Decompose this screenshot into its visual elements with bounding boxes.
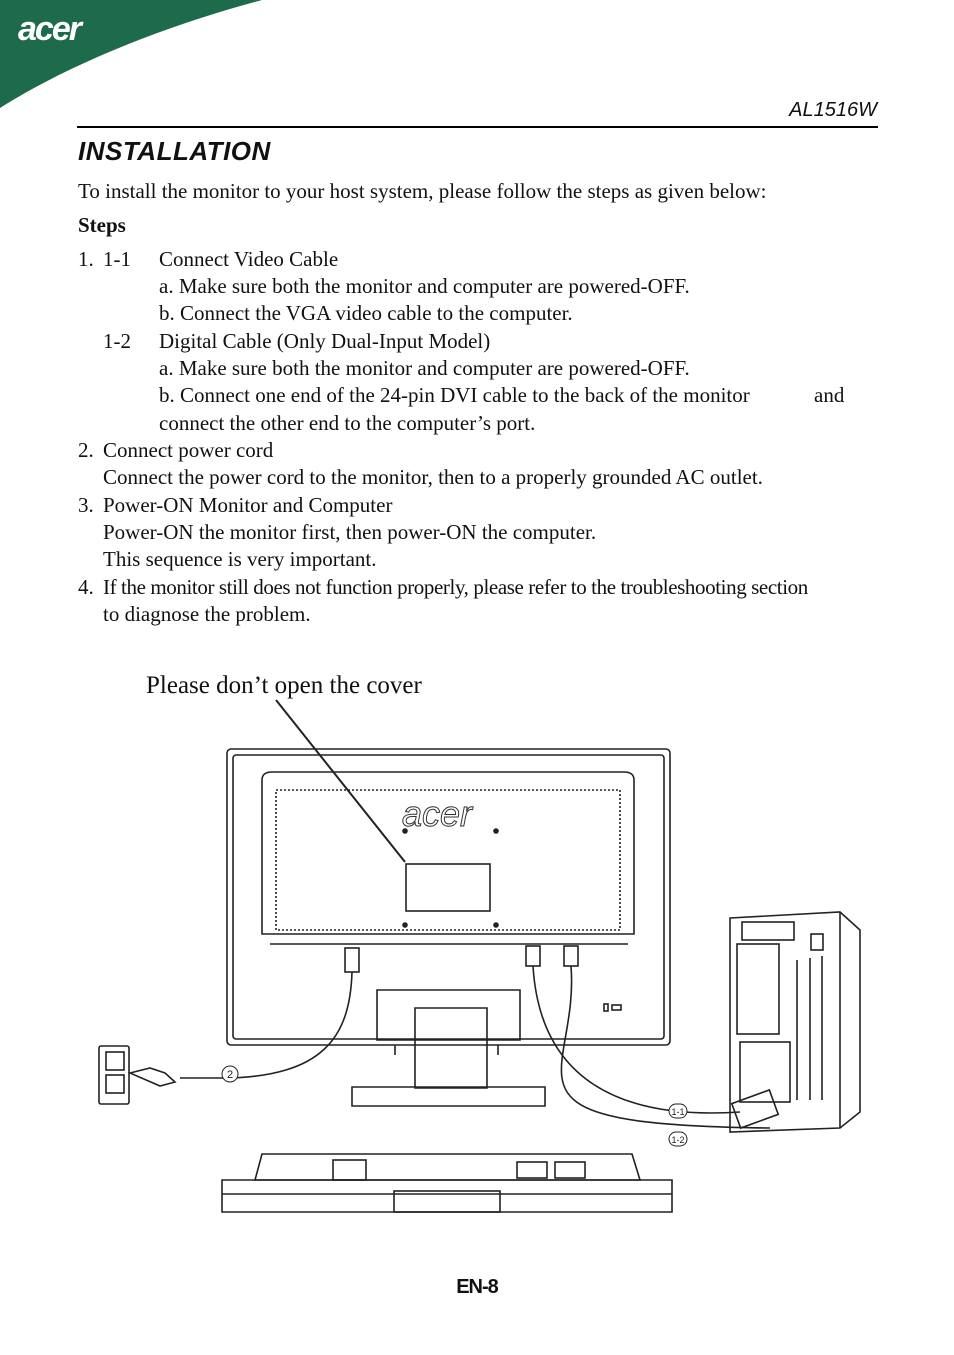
pc-tower-illustration — [729, 911, 861, 1133]
step-1-2-a: a. Make sure both the monitor and comput… — [159, 356, 690, 380]
step-1-1-title: Connect Video Cable — [159, 247, 339, 271]
monitor-acer-logo: acer — [402, 793, 474, 834]
dvi-cable — [560, 965, 771, 1129]
cover-warning-note: Please don’t open the cover — [146, 672, 422, 699]
steps-heading: Steps — [78, 213, 126, 237]
step-3-text-2: This sequence is very important. — [103, 547, 377, 571]
callout-dvi: 1-2 — [671, 1135, 684, 1145]
vga-cable — [532, 965, 741, 1114]
page-title: INSTALLATION — [78, 136, 271, 166]
power-cable — [180, 971, 353, 1079]
note-pointer-line — [275, 699, 406, 863]
header-brand-band: acer — [0, 0, 262, 108]
wall-outlet-illustration — [98, 1045, 177, 1105]
step-4-number: 4. — [78, 575, 94, 599]
step-1-2-code: 1-2 — [103, 329, 131, 353]
installation-diagram: acer — [98, 699, 861, 1213]
step-3-text-1: Power-ON the monitor first, then power-O… — [103, 520, 597, 544]
step-3-title: Power-ON Monitor and Computer — [103, 493, 393, 517]
step-1-1-b: b. Connect the VGA video cable to the co… — [159, 301, 573, 325]
page-number: EN-8 — [456, 1276, 499, 1298]
step-1-1-code: 1-1 — [103, 247, 131, 271]
intro-text: To install the monitor to your host syst… — [78, 179, 767, 203]
step-1-2-b-and: and — [814, 383, 845, 407]
step-2-text: Connect the power cord to the monitor, t… — [103, 465, 763, 489]
step-1-1-a: a. Make sure both the monitor and comput… — [159, 274, 690, 298]
step-2-title: Connect power cord — [103, 438, 274, 462]
step-4-text-1: If the monitor still does not function p… — [103, 575, 808, 599]
acer-logo: acer — [18, 10, 84, 48]
header-rule — [77, 126, 878, 128]
step-2-number: 2. — [78, 438, 94, 462]
step-1-2-b: b. Connect one end of the 24-pin DVI cab… — [159, 383, 750, 407]
monitor-rear-illustration: acer — [226, 748, 671, 1107]
step-1-2-c: connect the other end to the computer’s … — [159, 411, 536, 435]
step-3-number: 3. — [78, 493, 94, 517]
step-1-number: 1. — [78, 247, 94, 271]
monitor-bottom-illustration — [221, 1153, 673, 1213]
step-4-text-2: to diagnose the problem. — [103, 602, 311, 626]
callout-vga: 1-1 — [671, 1107, 684, 1117]
model-number: AL1516W — [789, 99, 877, 121]
step-1-2-title: Digital Cable (Only Dual-Input Model) — [159, 329, 491, 353]
callout-power: 2 — [227, 1069, 233, 1081]
